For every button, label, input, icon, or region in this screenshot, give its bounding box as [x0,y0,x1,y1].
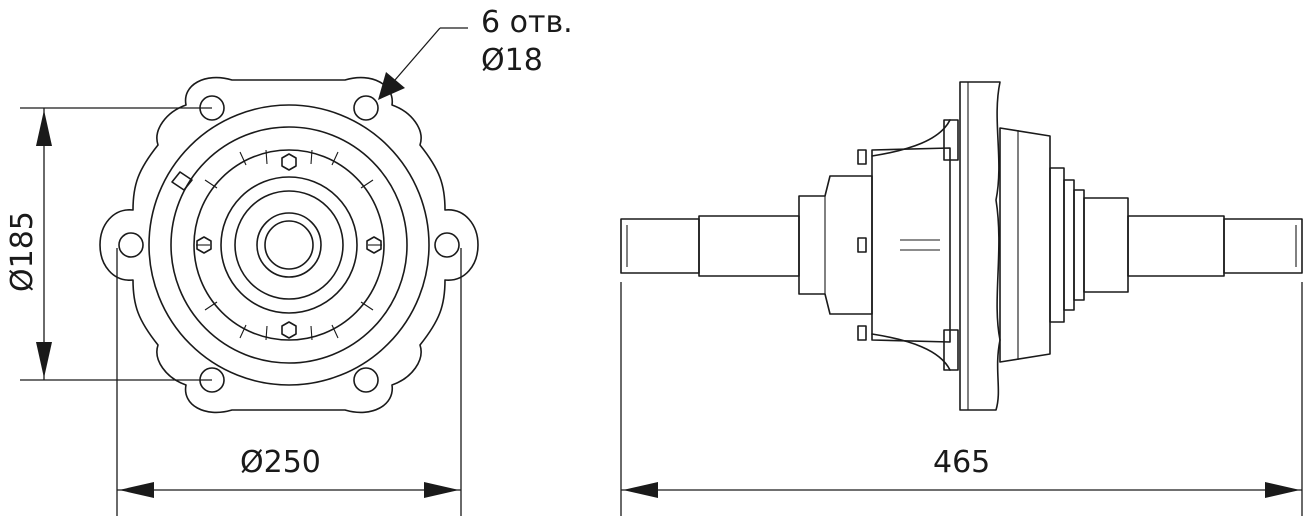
hub-circle-2 [234,190,344,300]
left-shaft-end [620,218,700,274]
hex-bolt-right [366,236,382,254]
flange-boss [943,329,959,371]
flange-plate [959,81,1001,411]
mounting-hole [353,367,379,393]
hex-bolt-top [281,153,297,171]
right-shaft [1083,197,1129,293]
front-view [99,27,479,414]
hex-bolt-bottom [281,321,297,339]
right-shaft-end [1223,218,1303,274]
dimension-185-label: Ø185 [5,211,40,292]
grease-nipple [171,171,193,191]
flange-outline [99,76,479,414]
callout-arrow [378,72,405,100]
flange-boss [943,119,959,161]
side-bolt [857,149,867,165]
dimension-465-label: 465 [933,445,990,480]
mounting-holes [118,95,460,393]
dimension-250 [116,248,462,516]
cone-top [871,119,951,157]
right-housing [999,127,1051,363]
body-ring-inner-circle [193,149,385,341]
mounting-hole [118,232,144,258]
seal-ring [1073,189,1085,301]
callout-leader [394,27,441,81]
bore-outer-circle [256,212,322,278]
left-housing [798,175,873,315]
mounting-hole [434,232,460,258]
side-view [620,81,1303,411]
left-shaft [698,215,800,277]
callout-hole-diameter: Ø18 [481,43,543,78]
body-ring-circle [170,126,408,364]
hex-bolt-left [196,236,212,254]
dimension-250-label: Ø250 [240,445,321,480]
cone-bottom [871,333,951,371]
seal-ring [1063,179,1075,311]
right-shaft-mid [1127,215,1225,277]
ring-ticks [196,149,382,341]
dimension-465 [620,282,1303,516]
seal-ring [1049,167,1065,323]
callout-holes-count: 6 отв. [481,5,573,40]
bore-inner-circle [264,220,314,270]
body-outer-circle [148,104,430,386]
mounting-hole [353,95,379,121]
dimension-185 [20,107,212,381]
side-bolt [857,237,867,253]
mid-body [871,147,951,343]
hub-circle-1 [220,176,358,314]
side-bolt [857,325,867,341]
